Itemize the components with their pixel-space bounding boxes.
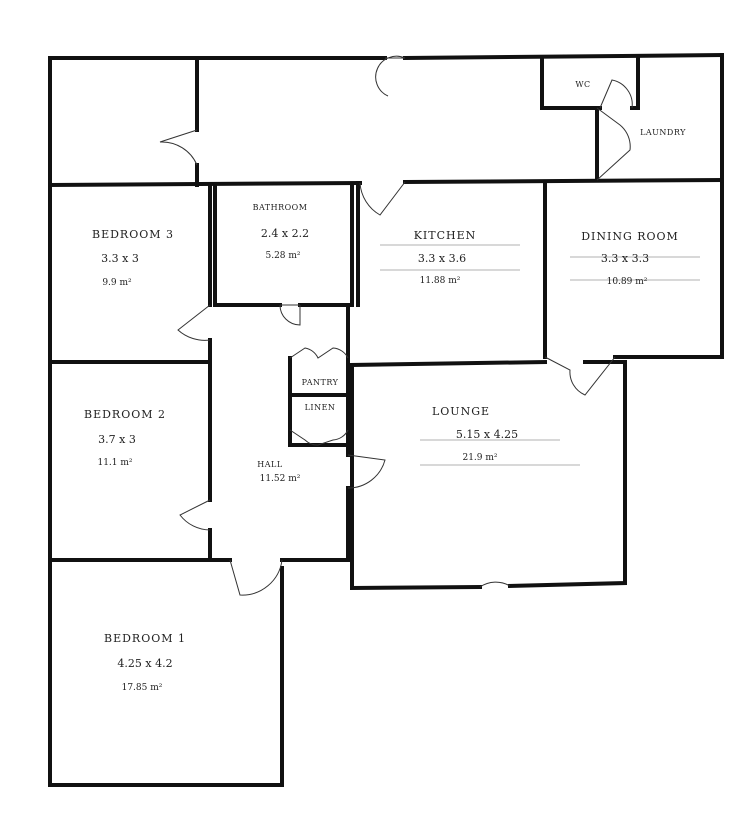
bedroom3-label: BEDROOM 3 — [91, 228, 175, 241]
lounge-dims: 5.15 x 4.25 — [455, 428, 519, 441]
dining-room-dims: 3.3 x 3.3 — [600, 252, 650, 265]
bedroom3-area: 9.9 m² — [102, 278, 132, 288]
hall-label: HALL — [257, 460, 283, 469]
dining-room-area: 10.89 m² — [606, 277, 648, 287]
outer-walls — [48, 52, 725, 787]
wc-label: WC — [575, 80, 591, 89]
linen-label: LINEN — [304, 403, 336, 412]
bedroom1-dims: 4.25 x 4.2 — [117, 657, 173, 670]
bedroom2-label: BEDROOM 2 — [83, 408, 167, 421]
bedroom2-dims: 3.7 x 3 — [98, 433, 136, 446]
kitchen-dims: 3.3 x 3.6 — [417, 252, 467, 265]
bedroom1-area: 17.85 m² — [121, 683, 163, 693]
lounge-label: LOUNGE — [431, 405, 491, 418]
interior-walls — [47, 56, 725, 562]
door-swings — [159, 55, 633, 596]
kitchen-area: 11.88 m² — [419, 276, 461, 286]
bathroom-area: 5.28 m² — [265, 251, 301, 261]
bedroom2-area: 11.1 m² — [97, 458, 133, 468]
dining-room-label: DINING ROOM — [581, 230, 679, 243]
bathroom-label: BATHROOM — [252, 203, 308, 212]
bedroom3-dims: 3.3 x 3 — [101, 252, 139, 265]
kitchen-label: KITCHEN — [413, 229, 477, 242]
pantry-label: PANTRY — [301, 378, 339, 387]
laundry-label: LAUNDRY — [640, 128, 686, 137]
lounge-area: 21.9 m² — [462, 453, 498, 463]
annotation-lines — [380, 244, 700, 466]
bathroom-dims: 2.4 x 2.2 — [260, 227, 310, 240]
bedroom1-label: BEDROOM 1 — [103, 632, 187, 645]
hall-area: 11.52 m² — [259, 474, 301, 484]
